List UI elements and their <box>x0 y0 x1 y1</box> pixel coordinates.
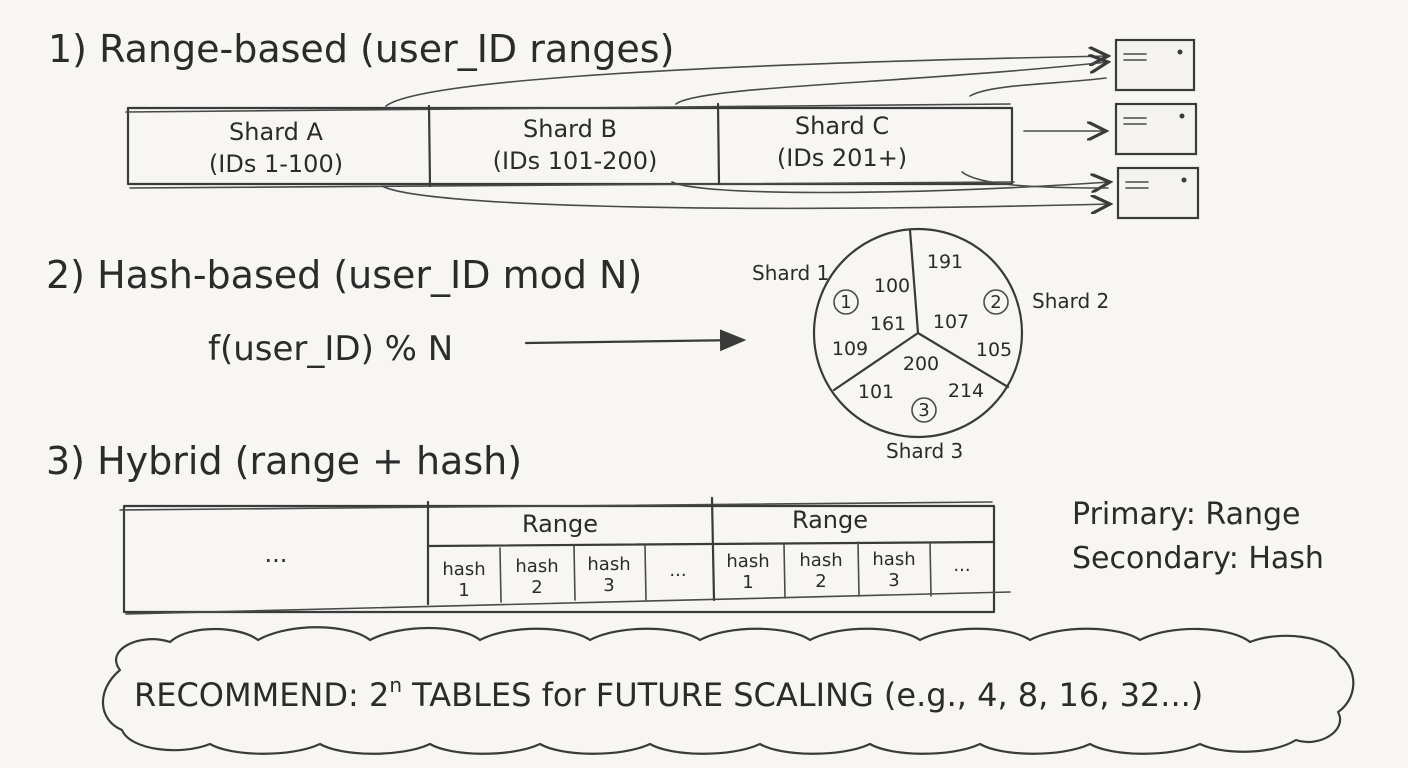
hash-cell-number: 3 <box>888 570 899 591</box>
svg-text:3: 3 <box>918 400 929 421</box>
recommendation-exponent: n <box>389 673 402 697</box>
hash-cell-label: ... <box>669 560 686 581</box>
sector2-value-3: 105 <box>976 339 1012 361</box>
hash-cell-number: 1 <box>742 572 753 593</box>
sector-divider-1 <box>908 228 920 335</box>
hash-formula: f(user_ID) % N <box>208 329 453 369</box>
hash-cell-label: ... <box>953 555 970 576</box>
hash-ring <box>812 227 1024 439</box>
sector1-value-3: 109 <box>832 338 868 360</box>
hash-cell-number: 2 <box>531 577 542 598</box>
shard-b: Shard B (IDs 101-200) <box>493 115 658 175</box>
shard-c-range: (IDs 201+) <box>777 144 907 172</box>
sector3-value-1: 200 <box>903 353 939 375</box>
shard-c-name: Shard C <box>795 112 889 140</box>
sector1-value-1: 100 <box>874 275 910 297</box>
sector3-value-2: 101 <box>858 381 894 403</box>
shard-a-range: (IDs 1-100) <box>209 150 343 178</box>
section1-heading: 1) Range-based (user_ID ranges) <box>48 27 674 71</box>
range-group-2-subcells: hash 1 hash 2 hash 3 ... <box>726 549 970 593</box>
shard-marker-2: 2 <box>983 289 1009 315</box>
recommendation-suffix: TABLES for FUTURE SCALING (e.g., 4, 8, 1… <box>402 676 1203 714</box>
shard-a-name: Shard A <box>229 118 323 146</box>
formula-arrow <box>524 329 747 352</box>
hybrid-table <box>119 496 1011 615</box>
shard-marker-1: 1 <box>833 289 859 315</box>
hybrid-first-cell: ... <box>265 540 288 568</box>
recommendation-prefix: RECOMMEND: 2 <box>134 676 389 714</box>
range-group-2-label: Range <box>792 506 868 534</box>
shard-2-label: Shard 2 <box>1032 289 1109 313</box>
hash-cell-label: hash <box>799 550 842 571</box>
sector-divider-3 <box>832 331 920 392</box>
shard-c: Shard C (IDs 201+) <box>777 112 907 172</box>
routing-arrows <box>381 56 1110 208</box>
section2-heading: 2) Hash-based (user_ID mod N) <box>46 253 642 297</box>
shard-b-range: (IDs 101-200) <box>493 147 658 175</box>
shard-a: Shard A (IDs 1-100) <box>209 118 343 178</box>
secondary-label: Secondary: Hash <box>1072 541 1324 576</box>
shard-1-label: Shard 1 <box>752 261 829 285</box>
range-group-1-subcells: hash 1 hash 2 hash 3 ... <box>442 554 686 601</box>
hash-cell-label: hash <box>515 556 558 577</box>
database-server-2 <box>1114 102 1198 156</box>
database-server-3 <box>1116 166 1200 220</box>
hash-cell-label: hash <box>442 559 485 580</box>
database-server-1 <box>1114 38 1196 92</box>
shard-marker-3: 3 <box>911 397 937 423</box>
shard-b-name: Shard B <box>523 115 617 143</box>
sector3-value-3: 214 <box>948 380 984 402</box>
svg-text:1: 1 <box>840 292 851 313</box>
svg-text:2: 2 <box>990 292 1001 313</box>
sector-divider-2 <box>916 331 1010 389</box>
sector2-value-1: 191 <box>927 251 963 273</box>
hash-cell-label: hash <box>587 554 630 575</box>
hash-cell-label: hash <box>726 551 769 572</box>
sector1-value-2: 161 <box>870 313 906 335</box>
shard-3-label: Shard 3 <box>886 439 963 463</box>
recommendation-text: RECOMMEND: 2n TABLES for FUTURE SCALING … <box>134 673 1203 714</box>
range-group-1-label: Range <box>522 510 598 538</box>
primary-label: Primary: Range <box>1072 497 1300 532</box>
range-shard-table <box>125 102 1015 189</box>
hash-cell-number: 2 <box>815 571 826 592</box>
sector2-value-2: 107 <box>933 311 969 333</box>
hash-cell-number: 3 <box>603 575 614 596</box>
recommendation-cloud <box>101 626 1355 755</box>
hash-cell-number: 1 <box>458 580 469 601</box>
section3-heading: 3) Hybrid (range + hash) <box>46 439 522 483</box>
hash-cell-label: hash <box>872 549 915 570</box>
